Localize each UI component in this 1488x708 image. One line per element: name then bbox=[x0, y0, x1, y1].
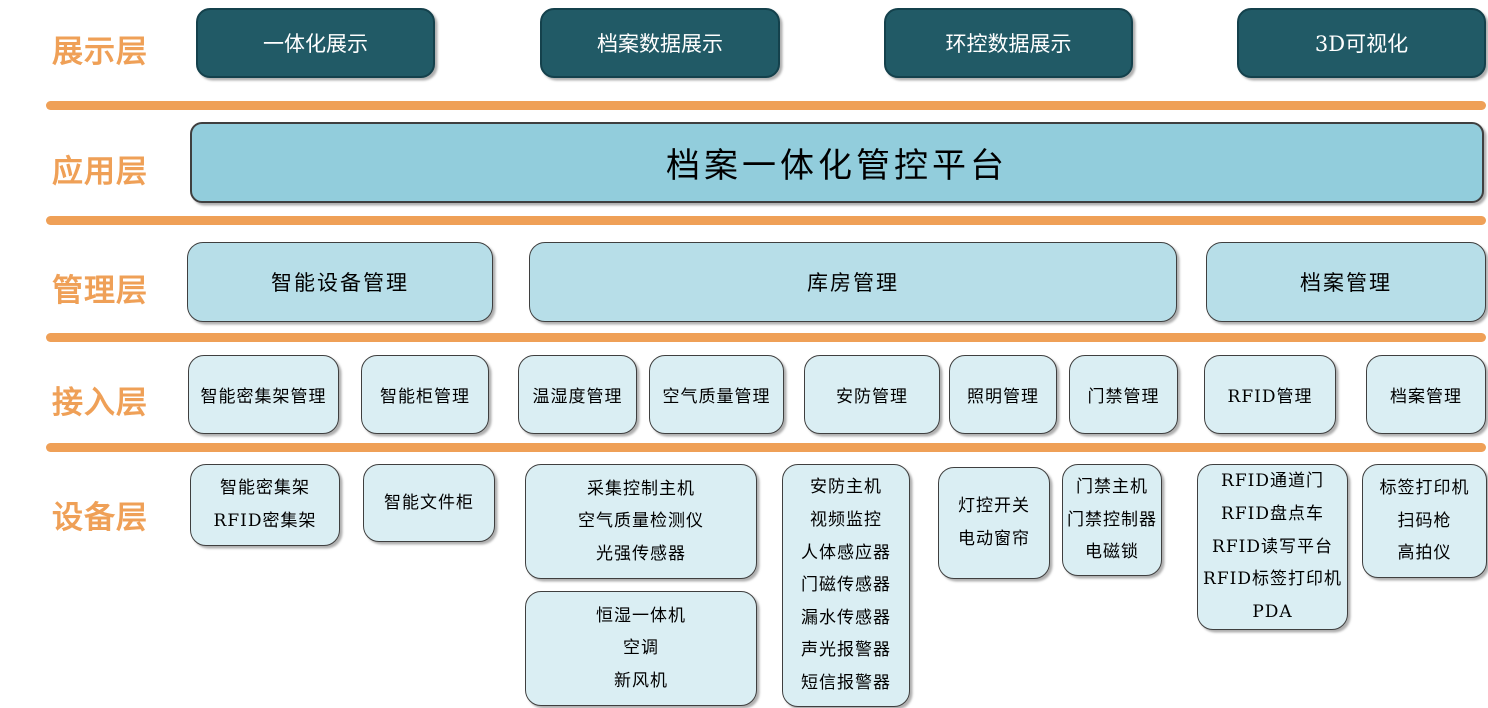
management-box-warehouse: 库房管理 bbox=[529, 242, 1177, 322]
layer-label-access: 接入层 bbox=[52, 385, 148, 421]
layer-label-device: 设备层 bbox=[52, 500, 148, 536]
access-box-security-mgmt: 安防管理 bbox=[804, 355, 940, 434]
access-box-temp-humidity-mgmt: 温湿度管理 bbox=[518, 355, 637, 434]
device-box-door-access: 门禁主机 门禁控制器 电磁锁 bbox=[1062, 464, 1162, 576]
divider-3 bbox=[46, 333, 1486, 342]
device-box-printers: 标签打印机 扫码枪 高拍仪 bbox=[1362, 464, 1487, 578]
access-box-air-quality-mgmt: 空气质量管理 bbox=[649, 355, 784, 434]
management-box-smart-device: 智能设备管理 bbox=[187, 242, 493, 322]
device-box-hvac: 恒湿一体机 空调 新风机 bbox=[525, 591, 757, 706]
display-box-env-data-display: 环控数据展示 bbox=[884, 8, 1133, 78]
access-box-lighting-mgmt: 照明管理 bbox=[949, 355, 1057, 434]
access-box-smart-cabinet-mgmt: 智能柜管理 bbox=[361, 355, 489, 434]
divider-2 bbox=[46, 216, 1486, 225]
device-box-rfid: RFID通道门 RFID盘点车 RFID读写平台 RFID标签打印机 PDA bbox=[1197, 464, 1348, 630]
layer-label-display: 展示层 bbox=[52, 34, 148, 70]
layer-label-management: 管理层 bbox=[52, 273, 148, 309]
device-box-smart-cabinet: 智能文件柜 bbox=[363, 464, 495, 542]
divider-4 bbox=[46, 443, 1486, 452]
access-box-rfid-mgmt: RFID管理 bbox=[1204, 355, 1336, 434]
application-box-platform: 档案一体化管控平台 bbox=[190, 122, 1484, 203]
access-box-dense-shelf-mgmt: 智能密集架管理 bbox=[188, 355, 339, 434]
device-box-lighting: 灯控开关 电动窗帘 bbox=[938, 467, 1050, 579]
display-box-3d-visualization: 3D可视化 bbox=[1237, 8, 1486, 78]
management-box-archive: 档案管理 bbox=[1206, 242, 1486, 322]
divider-1 bbox=[46, 101, 1486, 110]
device-box-sensors-host: 采集控制主机 空气质量检测仪 光强传感器 bbox=[525, 464, 757, 579]
device-box-dense-shelves: 智能密集架 RFID密集架 bbox=[190, 464, 340, 546]
display-box-archive-data-display: 档案数据展示 bbox=[540, 8, 780, 78]
display-box-integrated-display: 一体化展示 bbox=[196, 8, 435, 78]
device-box-security: 安防主机 视频监控 人体感应器 门磁传感器 漏水传感器 声光报警器 短信报警器 bbox=[782, 464, 910, 707]
access-box-door-access-mgmt: 门禁管理 bbox=[1069, 355, 1178, 434]
layer-label-application: 应用层 bbox=[52, 154, 148, 190]
access-box-archive-mgmt: 档案管理 bbox=[1366, 355, 1486, 434]
